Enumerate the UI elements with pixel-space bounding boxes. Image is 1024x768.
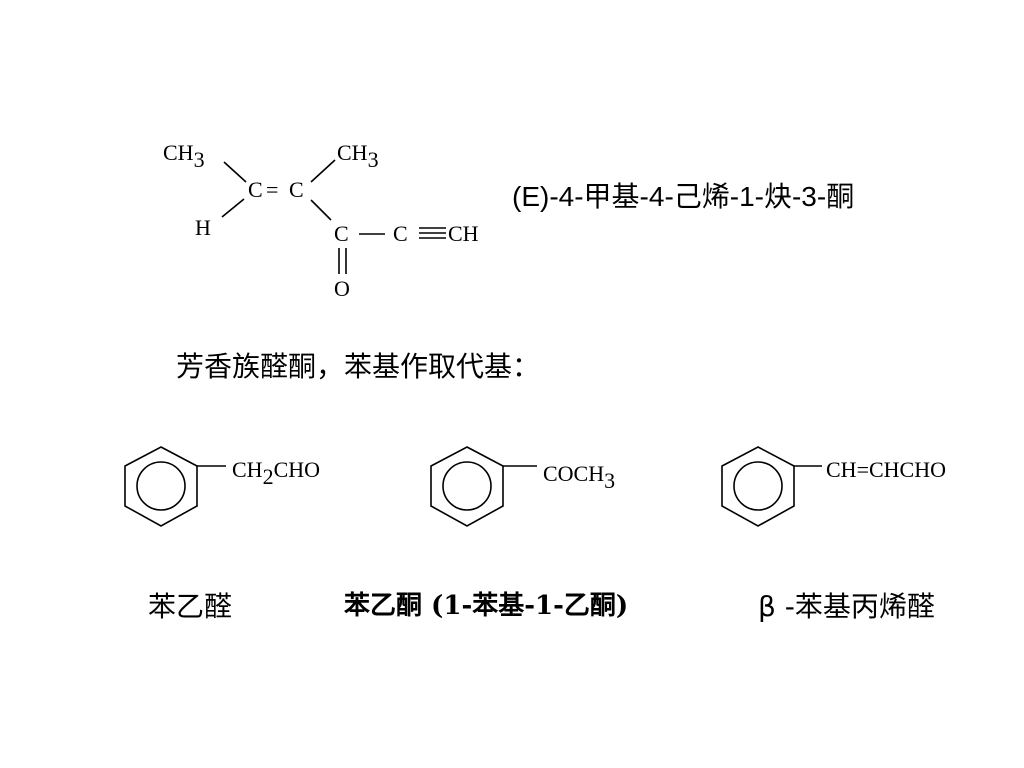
aromatic-name-1: 苯乙醛 <box>148 590 233 623</box>
atom-c-alkyne: C <box>393 221 408 246</box>
bond-c-c-carbonyl <box>310 199 332 221</box>
bond-ch3-c-right <box>310 159 336 183</box>
atom-c-right: C <box>289 177 304 202</box>
benzene-ring-2: COCH3 <box>430 446 615 527</box>
atom-ch3-left: CH3 <box>163 140 205 172</box>
section-title: 芳香族醛酮，苯基作取代基： <box>176 350 541 383</box>
benzene-ring-3: CH=CHCHO <box>721 446 946 527</box>
atom-ch3-right: CH3 <box>337 140 379 172</box>
ring-hexagon <box>721 446 795 527</box>
ring-hexagon <box>430 446 504 527</box>
ring-hexagon <box>124 446 198 527</box>
atom-o: O <box>334 276 350 301</box>
substituent-3: CH=CHCHO <box>826 457 946 482</box>
bond-h-c <box>221 198 245 218</box>
ring-circle <box>733 461 783 511</box>
molecule-1-structure: CH3 CH3 C = C H C C CH O <box>163 140 479 301</box>
atom-c-left: C <box>248 177 263 202</box>
bond-ch3-c-left <box>223 161 247 183</box>
aromatic-name-2: 苯乙酮 (1-苯基-1-乙酮) <box>344 591 629 621</box>
atom-ch-terminal: CH <box>448 221 479 246</box>
benzene-ring-1: CH2CHO <box>124 446 320 527</box>
aromatic-name-3: β -苯基丙烯醛 <box>758 590 935 623</box>
atom-h: H <box>195 215 211 240</box>
molecule-1-name: (E)-4-甲基-4-己烯-1-炔-3-酮 <box>512 181 855 212</box>
ring-circle <box>442 461 492 511</box>
double-bond-sign: = <box>266 177 278 202</box>
substituent-2: COCH3 <box>543 461 615 493</box>
atom-c-carbonyl: C <box>334 221 349 246</box>
ring-circle <box>136 461 186 511</box>
substituent-1: CH2CHO <box>232 457 320 489</box>
